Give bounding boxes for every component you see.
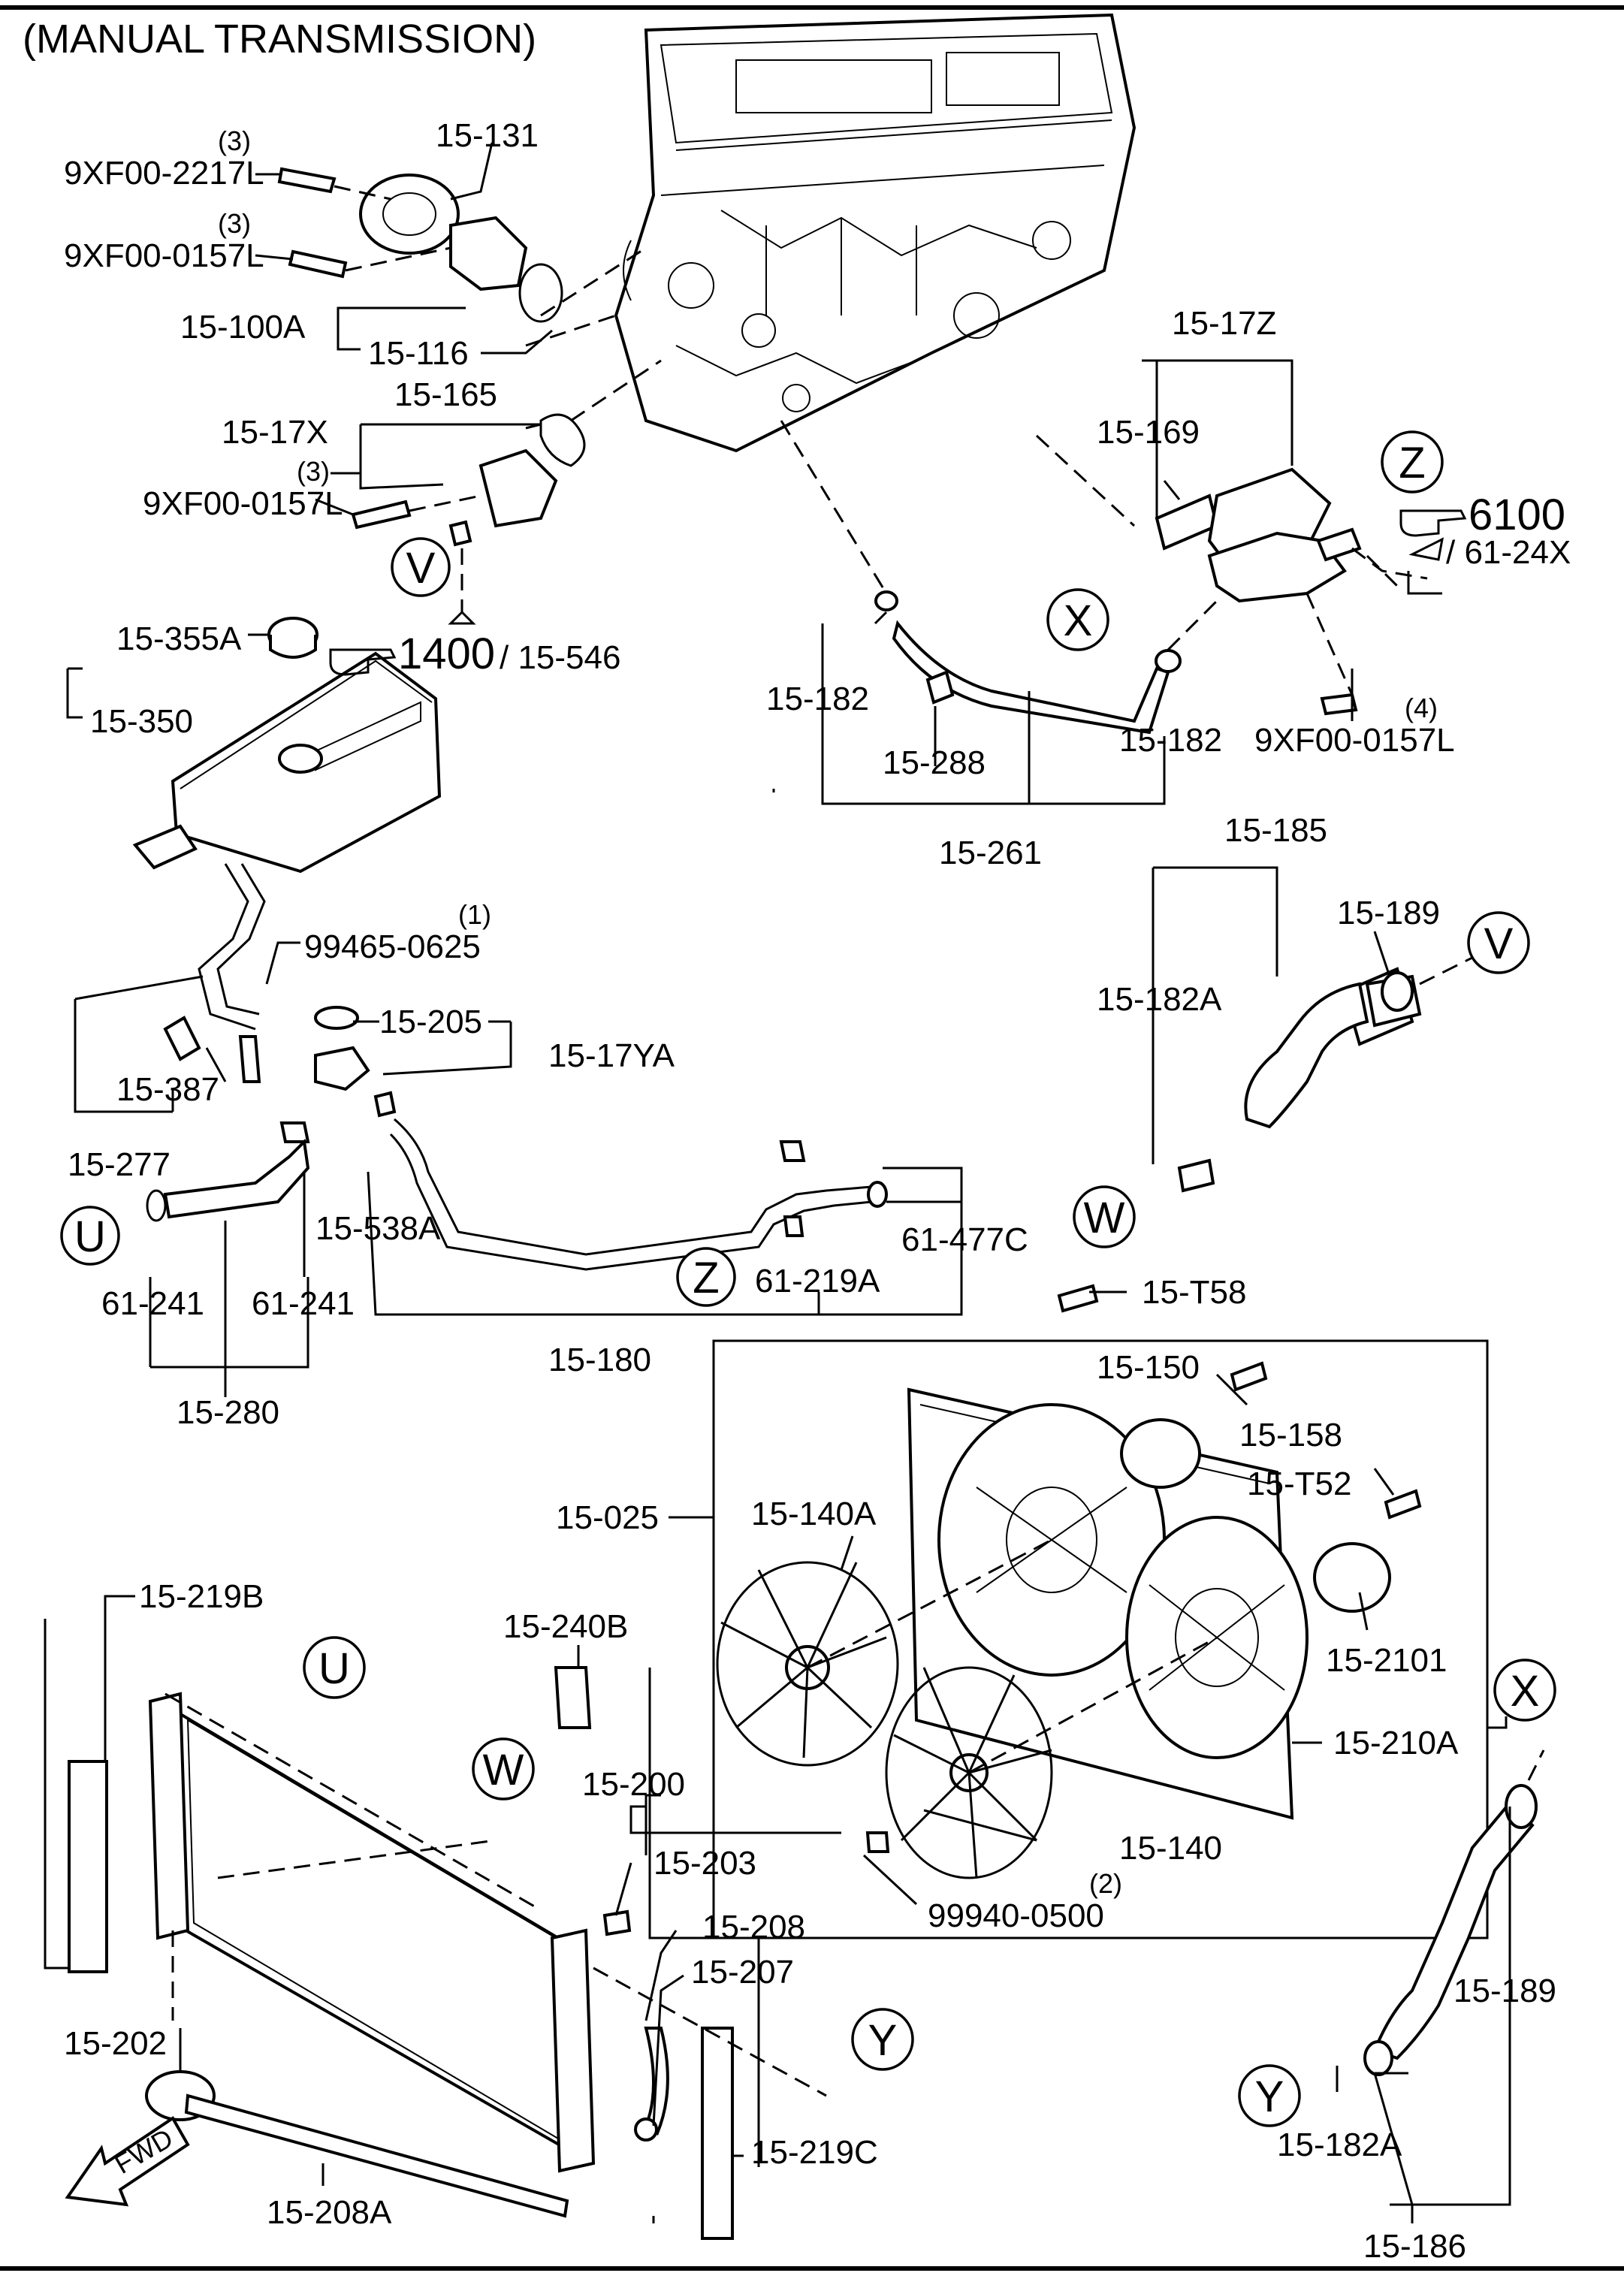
callout-y1: Y [868, 2016, 898, 2065]
label-9xf00-0157l-b: 9XF00-0157L [143, 485, 343, 522]
label-99940-0500: 99940-0500 [928, 1897, 1104, 1934]
label-15-t52: 15-T52 [1247, 1465, 1351, 1502]
fan-shroud-assembly [712, 1284, 1489, 1939]
pointing-hand-icon [329, 648, 397, 676]
label-15-219c: 15-219C [751, 2134, 878, 2171]
ref-15-546: / 15-546 [500, 639, 620, 676]
label-61-241-a: 61-241 [101, 1285, 204, 1322]
label-61-219a: 61-219A [755, 1263, 880, 1299]
label-15-169: 15-169 [1097, 414, 1200, 451]
label-15-180: 15-180 [548, 1342, 651, 1378]
label-15-350: 15-350 [90, 703, 193, 740]
label-15-240b: 15-240B [503, 1608, 628, 1645]
label-15-355a: 15-355A [116, 620, 242, 657]
label-15-17z: 15-17Z [1172, 305, 1276, 342]
label-15-t58: 15-T58 [1142, 1274, 1246, 1311]
label-15-2101: 15-2101 [1326, 1642, 1447, 1679]
label-9xf00-0157l-c: 9XF00-0157L [1254, 722, 1455, 759]
label-15-210a: 15-210A [1333, 1725, 1459, 1761]
callout-y2: Y [1255, 2072, 1284, 2121]
label-qty-3a: (3) [218, 125, 251, 156]
fan-15-140A [716, 1561, 899, 1767]
label-15-17x: 15-17X [222, 414, 328, 451]
label-15-202: 15-202 [64, 2025, 167, 2062]
hose-15-280 [146, 1138, 310, 1222]
label-15-182-b: 15-182 [1119, 722, 1222, 759]
callout-w2: W [483, 1746, 524, 1794]
hose-15-185 [1177, 945, 1496, 1193]
label-15-261: 15-261 [939, 835, 1042, 871]
label-15-140a: 15-140A [751, 1496, 877, 1532]
diagram-title: (MANUAL TRANSMISSION) [23, 17, 536, 62]
label-15-208a: 15-208A [267, 2194, 392, 2231]
label-15-189-b: 15-189 [1453, 1973, 1556, 2009]
label-99465-0625: 99465-0625 [304, 928, 481, 965]
label-9xf00-2217l: 9XF00-2217L [64, 155, 264, 192]
label-15-288: 15-288 [883, 744, 986, 781]
callout-v2: V [1484, 919, 1514, 968]
fwd-arrow-icon: FWD [65, 2116, 190, 2207]
label-15-182a-b: 15-182A [1277, 2127, 1402, 2163]
label-qty-2: (2) [1089, 1868, 1122, 1899]
label-15-219b: 15-219B [139, 1578, 264, 1615]
label-15-185: 15-185 [1224, 812, 1327, 849]
label-15-17ya: 15-17YA [548, 1037, 675, 1074]
label-qty-3c: (3) [297, 456, 330, 487]
label-15-131: 15-131 [436, 117, 539, 154]
label-15-025: 15-025 [556, 1499, 659, 1536]
callout-x2: X [1511, 1667, 1540, 1716]
label-15-200: 15-200 [582, 1766, 685, 1803]
callout-u1: U [74, 1212, 106, 1261]
part-labels: 15-131 (3) 9XF00-2217L (3) 9XF00-0157L 1… [64, 117, 1571, 2265]
coolant-reservoir [132, 617, 442, 1031]
pointing-hand-icon [1399, 509, 1467, 537]
label-15-158: 15-158 [1239, 1417, 1342, 1453]
label-61-241-b: 61-241 [252, 1285, 355, 1322]
water-pump-group [277, 167, 662, 625]
callout-letters: V Z X V W Z U U X W Y Y [74, 439, 1539, 2121]
label-15-280: 15-280 [177, 1394, 279, 1431]
label-15-116: 15-116 [368, 335, 469, 372]
pipe-15-180 [389, 1118, 888, 1271]
label-15-203: 15-203 [654, 1845, 756, 1882]
label-15-189-a: 15-189 [1337, 895, 1440, 931]
engine-block [614, 13, 1136, 453]
label-15-150: 15-150 [1097, 1349, 1200, 1386]
label-61-477c: 61-477C [901, 1221, 1028, 1258]
label-15-140: 15-140 [1119, 1830, 1222, 1867]
hose-15-261 [780, 420, 1218, 735]
label-15-186: 15-186 [1363, 2228, 1466, 2265]
label-qty-4: (4) [1405, 693, 1438, 723]
label-15-165: 15-165 [394, 376, 497, 413]
label-15-205: 15-205 [379, 1004, 482, 1040]
hose-15-186 [1363, 1749, 1545, 2076]
callout-w1: W [1084, 1194, 1125, 1242]
callout-circles [60, 430, 1556, 2127]
callout-z1: Z [1399, 439, 1425, 487]
label-qty-1: (1) [458, 899, 491, 930]
ref-1400: 1400 [398, 629, 495, 678]
label-qty-3b: (3) [218, 208, 251, 239]
label-15-182-a: 15-182 [766, 681, 869, 717]
label-9xf00-0157l-a: 9XF00-0157L [64, 237, 264, 274]
callout-u2: U [318, 1644, 350, 1693]
callout-v1: V [406, 544, 436, 593]
label-15-538a: 15-538A [315, 1210, 441, 1247]
label-15-208: 15-208 [702, 1909, 805, 1945]
radiator [68, 1666, 827, 2240]
ref-61-24x: / 61-24X [1446, 534, 1571, 571]
callout-x1: X [1064, 596, 1093, 645]
label-15-387: 15-387 [116, 1071, 219, 1108]
water-outlet-group [1035, 434, 1444, 716]
label-15-277: 15-277 [68, 1146, 171, 1183]
label-15-100a: 15-100A [180, 309, 306, 346]
ref-6100: 6100 [1469, 491, 1565, 539]
label-15-207: 15-207 [691, 1954, 794, 1991]
leader-lines [44, 142, 1511, 2223]
filler-neck-group [163, 1006, 397, 1143]
label-15-182a-a: 15-182A [1097, 981, 1222, 1018]
callout-z2: Z [693, 1254, 719, 1302]
